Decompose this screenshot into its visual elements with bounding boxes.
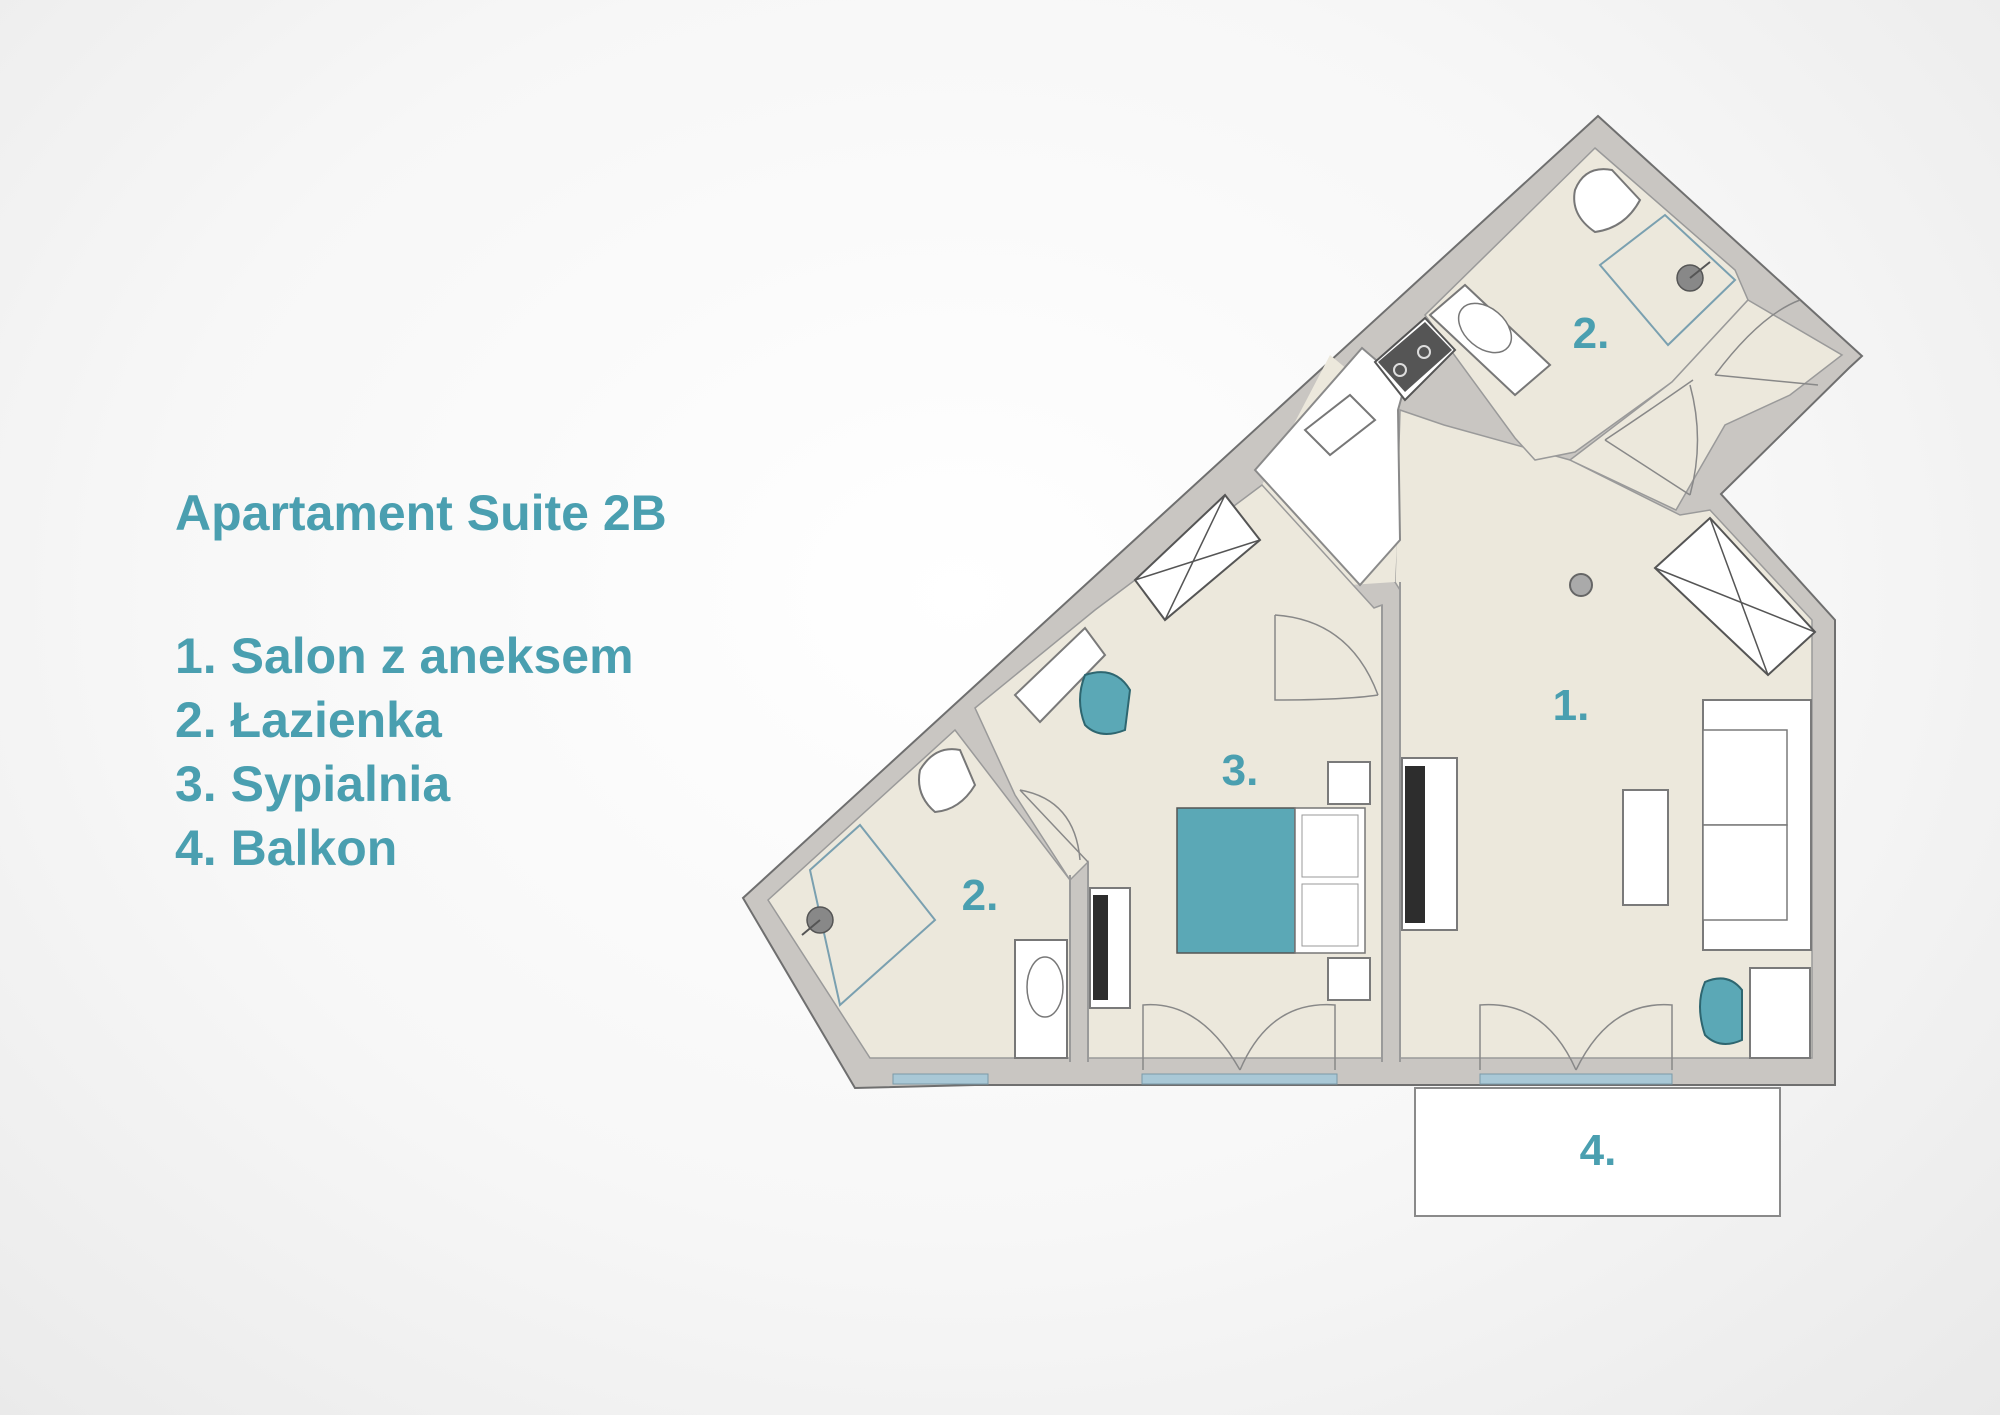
toilet-top [1573, 168, 1642, 234]
door-swing [1274, 614, 1379, 696]
door-swing [1239, 1003, 1336, 1071]
door-leaf [1714, 374, 1819, 386]
wardrobe-cross [1164, 494, 1226, 621]
legend: Apartament Suite 2B 1. Salon z aneksem 2… [175, 478, 667, 880]
shower-drain-pipe [1689, 261, 1711, 279]
wardrobe-cross [1654, 567, 1816, 633]
sink-top [1457, 302, 1513, 354]
room-label-bath-left: 2. [962, 871, 999, 920]
burner [1417, 345, 1431, 359]
burner [1393, 363, 1407, 377]
sofa-cushion [1702, 824, 1788, 921]
pillow [1301, 883, 1359, 947]
floor-entry [1568, 299, 1844, 511]
room-label-balcony: 4. [1580, 1126, 1617, 1175]
room-label-bedroom: 3. [1222, 746, 1259, 795]
legend-item-lazienka: 2. Łazienka [175, 692, 442, 748]
ceiling-light [1569, 573, 1593, 597]
bedroom-desk [1013, 626, 1107, 724]
tv-bedroom [1093, 895, 1108, 1000]
window [1479, 1073, 1673, 1085]
door-swing [1604, 379, 1694, 441]
tv [1405, 766, 1425, 923]
balcony [1414, 1087, 1781, 1217]
toilet-left [918, 748, 977, 814]
bedroom-chair [1079, 671, 1132, 735]
door-swing [1479, 1003, 1577, 1071]
door-swing [1689, 384, 1699, 496]
door-swing [1019, 789, 1081, 861]
legend-item-balkon: 4. Balkon [175, 820, 398, 876]
kitchen-counter [1253, 346, 1407, 587]
pillow [1301, 814, 1359, 878]
plan-title: Apartament Suite 2B [175, 485, 667, 541]
door-swing [1142, 1003, 1241, 1071]
sink-left [1026, 956, 1064, 1018]
wardrobe-cross [1134, 539, 1261, 581]
kitchen-sink [1303, 393, 1377, 457]
door-swing [1575, 1003, 1673, 1071]
door-leaf [1604, 439, 1691, 496]
coffee-table [1622, 789, 1669, 906]
shower-top [1598, 213, 1737, 347]
room-label-salon: 1. [1553, 681, 1590, 730]
legend-list: 1. Salon z aneksem 2. Łazienka 3. Sypial… [175, 624, 667, 880]
bed-cover [1176, 807, 1296, 954]
shower-drain-pipe [801, 919, 821, 936]
shower-left [808, 823, 937, 1007]
window [892, 1073, 989, 1085]
sofa-cushion [1702, 729, 1788, 826]
nightstand [1327, 957, 1371, 1001]
wardrobe-cross [1709, 517, 1769, 676]
room-label-bath-top: 2. [1573, 309, 1610, 358]
door-leaf [1019, 789, 1089, 863]
window [1141, 1073, 1338, 1085]
desk [1749, 967, 1811, 1059]
legend-item-sypialnia: 3. Sypialnia [175, 756, 451, 812]
door-swing [1274, 615, 1379, 701]
door-swing [1714, 299, 1801, 376]
armchair [1699, 977, 1743, 1045]
nightstand [1327, 761, 1371, 805]
legend-item-salon: 1. Salon z aneksem [175, 628, 634, 684]
